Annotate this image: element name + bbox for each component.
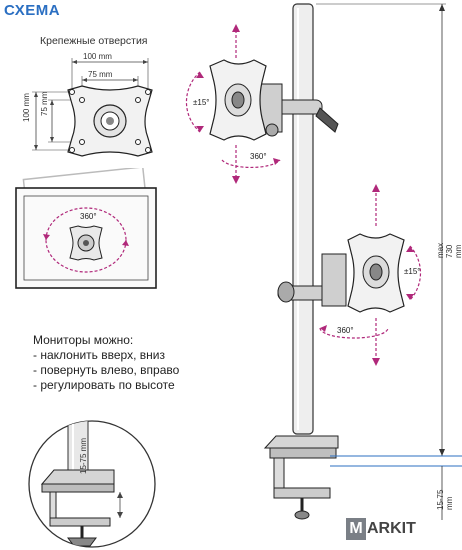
height-75-label: 75 mm: [40, 91, 49, 116]
width-100-label: 100 mm: [83, 52, 112, 61]
monitor-rotation-drawing: [15, 168, 157, 289]
logo-m-box: M: [346, 518, 366, 540]
features-block: Мониторы можно: - наклонить вверх, вниз …: [33, 333, 179, 393]
brand-logo: M ARKIT: [346, 518, 416, 540]
rotation-360-label: 360°: [80, 212, 97, 221]
clamp-detail-drawing: [28, 420, 156, 548]
feature-swivel: - повернуть влево, вправо: [33, 363, 180, 377]
side-clamp-label: 15-75 mm: [436, 489, 454, 510]
features-title: Мониторы можно:: [33, 333, 134, 347]
diagram-title: СХЕМА: [4, 2, 61, 19]
clamp-range-label: 15-75 mm: [79, 437, 88, 474]
mount-assembly-drawing: [185, 3, 462, 520]
logo-text: ARKIT: [367, 520, 416, 537]
vesa-plate-drawing: [32, 58, 153, 157]
lower-rotation-label: 360°: [337, 326, 354, 335]
max-height-label: max 730 mm: [436, 242, 462, 258]
mounting-holes-title: Крепежные отверстия: [40, 35, 148, 47]
feature-tilt: - наклонить вверх, вниз: [33, 348, 165, 362]
feature-height: - регулировать по высоте: [33, 378, 175, 392]
lower-tilt-label: ±15°: [404, 267, 421, 276]
upper-rotation-label: 360°: [250, 152, 267, 161]
width-75-label: 75 mm: [88, 70, 113, 79]
upper-tilt-label: ±15°: [193, 98, 210, 107]
height-100-label: 100 mm: [22, 93, 31, 122]
